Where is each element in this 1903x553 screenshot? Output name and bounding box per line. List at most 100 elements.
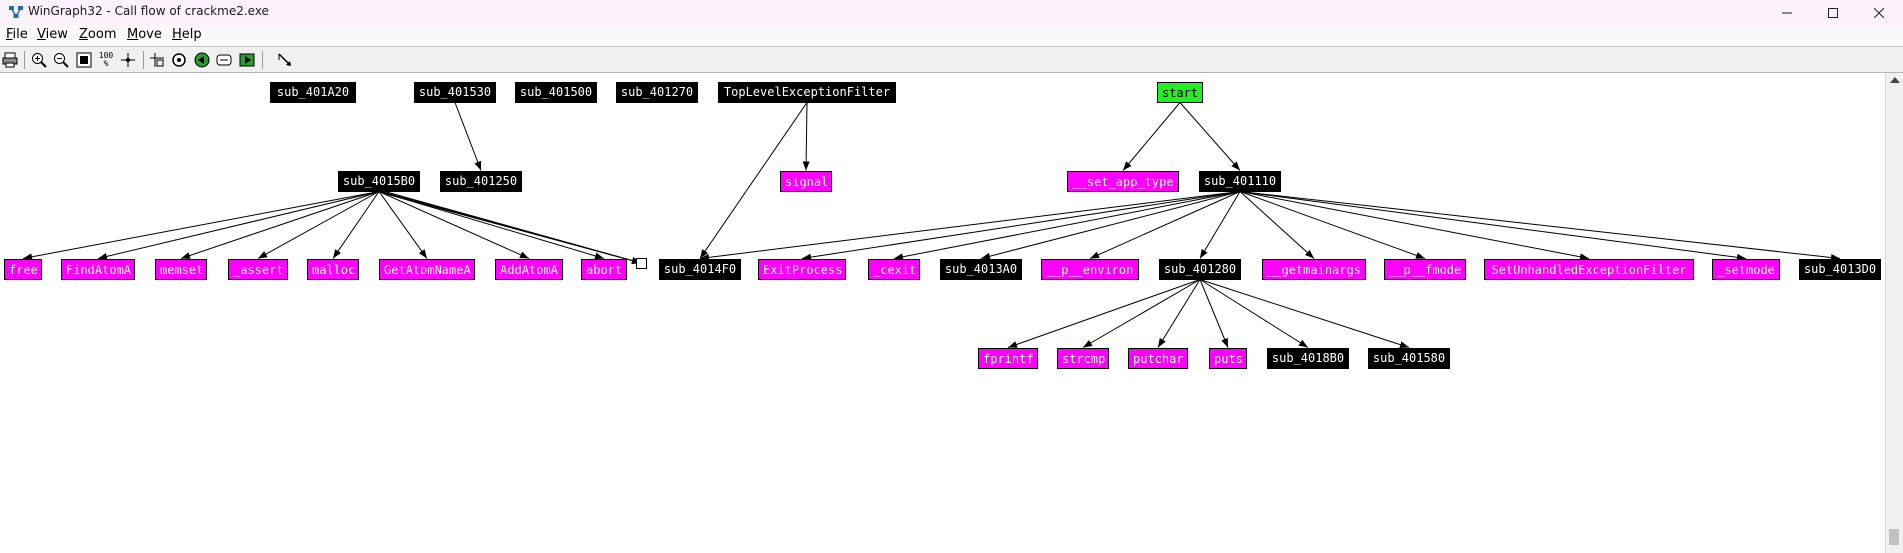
menu-file[interactable]: File	[6, 27, 28, 42]
zoom-100-button[interactable]: 100 %	[98, 51, 114, 68]
minimize-icon	[1782, 12, 1792, 13]
nav-left-icon	[194, 52, 210, 68]
menu-zoom[interactable]: Zoom	[79, 27, 117, 42]
center-button[interactable]	[119, 51, 137, 69]
node-strcmp[interactable]: strcmp	[1057, 347, 1109, 369]
node-signal[interactable]: signal	[780, 170, 832, 192]
fit-window-button[interactable]	[75, 51, 93, 69]
rotate-icon	[172, 53, 186, 67]
node-sub-401110[interactable]: sub_401110	[1199, 170, 1281, 192]
minimize-button[interactable]	[1764, 0, 1810, 25]
node-sub-401530[interactable]: sub_401530	[414, 81, 496, 103]
edge-sub-401110-to-setunhandledexceptionfilter	[1239, 191, 1590, 261]
menu-help[interactable]: Help	[172, 27, 202, 42]
edge-sub-4015b0-to-assert	[257, 191, 380, 259]
graph-canvas[interactable]: sub_401A20 sub_401530 sub_401500 sub_401270…	[0, 73, 1885, 553]
menu-move[interactable]: Move	[127, 27, 162, 42]
title-bar[interactable]: WinGraph32 - Call flow of crackme2.exe	[0, 0, 1903, 25]
edge-follow-button[interactable]	[276, 51, 294, 69]
node-sub-401280[interactable]: sub_401280	[1159, 258, 1241, 280]
edge-sub-401110-to-p-fmode	[1239, 191, 1426, 259]
node-assert[interactable]: _assert	[228, 258, 288, 280]
edge-sub-401280-to-puts	[1199, 279, 1229, 348]
node-malloc[interactable]: malloc	[307, 258, 359, 280]
nav-right-button[interactable]	[238, 51, 256, 69]
node-sub-401250[interactable]: sub_401250	[440, 170, 522, 192]
fit-window-icon	[76, 52, 92, 68]
node-findatoma[interactable]: FindAtomA	[61, 258, 135, 280]
edge-sub-401280-to-sub-401580	[1199, 279, 1410, 349]
node-sub-401580[interactable]: sub_401580	[1368, 347, 1450, 369]
edge-sub-4015b0-to-malloc	[332, 191, 380, 259]
node-set-app-type[interactable]: __set_app_type	[1067, 170, 1179, 192]
nav-box-button[interactable]	[215, 51, 233, 69]
node-p-fmode[interactable]: __p__fmode	[1384, 258, 1466, 280]
edge-sub-401280-to-strcmp	[1082, 279, 1201, 348]
node-sub-401270[interactable]: sub_401270	[616, 81, 698, 103]
vertical-scrollbar[interactable]	[1885, 73, 1903, 553]
print-button[interactable]	[1, 51, 19, 69]
node-sub-4013d0[interactable]: sub_4013D0	[1799, 258, 1881, 280]
edge-follow-icon	[278, 53, 291, 66]
rotate-button[interactable]	[170, 51, 188, 69]
maximize-button[interactable]	[1810, 0, 1856, 25]
window-title: WinGraph32 - Call flow of crackme2.exe	[28, 4, 269, 18]
toolbar: 100 %	[0, 47, 1903, 73]
node-fprintf[interactable]: fprintf	[978, 347, 1038, 369]
scroll-up-arrow-icon[interactable]	[1890, 77, 1900, 83]
edge-sub-401280-to-sub-4018b0	[1199, 279, 1309, 348]
edge-sub-401110-to-sub-4014f0	[699, 191, 1241, 261]
node-abort[interactable]: abort	[581, 258, 627, 280]
edge-sub-401110-to-cexit	[893, 191, 1241, 261]
edge-sub-401110-to-getmainargs	[1239, 191, 1315, 259]
edge-sub-4015b0-to-memset	[180, 191, 380, 259]
node-sub-4015b0[interactable]: sub_4015B0	[338, 170, 420, 192]
layout-icon	[150, 53, 164, 67]
call-edges	[22, 102, 1841, 349]
node-putchar[interactable]: putchar	[1128, 347, 1188, 369]
collapsed-node-marker[interactable]	[636, 258, 647, 269]
edge-toplevelexceptionfilter-to-signal	[802, 102, 810, 171]
node-p-environ[interactable]: __p__environ	[1041, 258, 1139, 280]
edge-sub-4015b0-to-marker-0	[374, 190, 642, 265]
node-sub-4014f0[interactable]: sub_4014F0	[659, 258, 741, 280]
zoom-in-button[interactable]	[30, 51, 48, 69]
node-free[interactable]: free	[4, 258, 42, 280]
edge-sub-401110-to-p-environ	[1089, 191, 1241, 259]
node-sub-401a20[interactable]: sub_401A20	[270, 81, 356, 103]
node-addatoma[interactable]: AddAtomA	[495, 258, 563, 280]
edge-sub-4015b0-to-addatoma	[378, 191, 530, 259]
scrollbar-thumb[interactable]	[1889, 529, 1899, 545]
node-toplevelexceptionfilter[interactable]: TopLevelExceptionFilter	[718, 81, 896, 103]
node-exitprocess[interactable]: ExitProcess	[758, 258, 846, 280]
node-sub-4013a0[interactable]: sub_4013A0	[940, 258, 1022, 280]
layout-button[interactable]	[148, 51, 166, 69]
edge-toplevelexceptionfilter-to-sub-4014f0	[699, 102, 808, 259]
maximize-icon	[1828, 7, 1838, 18]
node-getatomnamea[interactable]: GetAtomNameA	[379, 258, 475, 280]
edge-sub-401110-to-sub-4013d0	[1239, 191, 1841, 261]
node-sub-401500[interactable]: sub_401500	[515, 81, 597, 103]
node-cexit[interactable]: _cexit	[868, 258, 920, 280]
edge-sub-401110-to-sub-401280	[1199, 191, 1241, 259]
node-setmode[interactable]: _setmode	[1712, 258, 1780, 280]
edge-sub-401280-to-fprintf	[1007, 279, 1201, 348]
edge-sub-401110-to-sub-4013a0	[980, 191, 1241, 260]
nav-right-icon	[239, 53, 255, 67]
node-getmainargs[interactable]: __getmainargs	[1262, 258, 1366, 280]
edge-sub-4015b0-to-findatoma	[97, 191, 380, 260]
node-sub-4018b0[interactable]: sub_4018B0	[1267, 347, 1349, 369]
node-memset[interactable]: memset	[155, 258, 207, 280]
edge-start-to-set-app-type	[1122, 102, 1181, 171]
node-start[interactable]: start	[1157, 81, 1203, 103]
zoom-out-button[interactable]	[52, 51, 70, 69]
node-puts[interactable]: puts	[1209, 347, 1247, 369]
node-setunhandledexceptionfilter[interactable]: SetUnhandledExceptionFilter	[1484, 258, 1694, 280]
edge-sub-401110-to-setmode	[1239, 191, 1747, 261]
menu-view[interactable]: View	[37, 27, 68, 42]
edge-sub-401530-to-sub-401250	[454, 102, 482, 171]
edge-sub-401280-to-putchar	[1157, 279, 1201, 348]
nav-left-button[interactable]	[193, 51, 211, 69]
center-icon	[121, 53, 135, 67]
close-button[interactable]	[1856, 0, 1902, 25]
